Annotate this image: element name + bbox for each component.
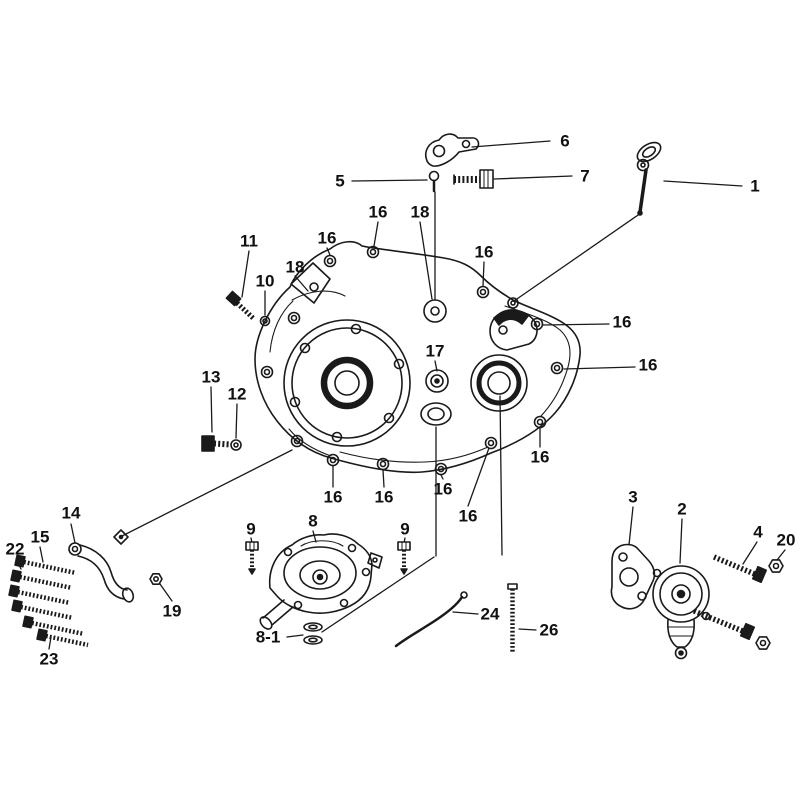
callout-15: 15 bbox=[30, 527, 50, 547]
part-crankcase-cover bbox=[254, 240, 581, 476]
callout-22: 22 bbox=[5, 539, 25, 559]
part-gauge-rod-24 bbox=[394, 591, 468, 648]
part-bolt-7 bbox=[453, 169, 494, 189]
part-nut-20 bbox=[768, 559, 784, 573]
callout-8: 8 bbox=[308, 511, 318, 531]
callout-1: 1 bbox=[750, 176, 760, 196]
callout-19: 19 bbox=[162, 601, 182, 621]
part-nut-20-lower bbox=[755, 636, 771, 650]
callout-17: 17 bbox=[425, 341, 445, 361]
leader-lines bbox=[15, 140, 786, 650]
callout-6: 6 bbox=[560, 131, 570, 151]
part-bolt-9-right bbox=[397, 541, 411, 575]
callout-16: 16 bbox=[433, 479, 453, 499]
part-bolt-9-left bbox=[245, 541, 259, 575]
callout-26: 26 bbox=[539, 620, 559, 640]
callout-3: 3 bbox=[628, 487, 638, 507]
callout-16: 16 bbox=[474, 242, 494, 262]
part-oil-pipe-14 bbox=[68, 529, 135, 603]
callout-7: 7 bbox=[580, 166, 590, 186]
part-pump-assembly-2 bbox=[652, 565, 711, 660]
callout-23: 23 bbox=[39, 649, 59, 669]
callout-4: 4 bbox=[753, 522, 763, 542]
callout-9: 9 bbox=[246, 519, 256, 539]
cover-bolt-holes bbox=[260, 245, 564, 476]
right-opening bbox=[470, 354, 528, 412]
callout-24: 24 bbox=[480, 604, 500, 624]
callout-10: 10 bbox=[255, 271, 275, 291]
callout-16: 16 bbox=[530, 447, 550, 467]
callout-16: 16 bbox=[323, 487, 343, 507]
callout-12: 12 bbox=[227, 384, 247, 404]
part-bolt-4-lower bbox=[692, 608, 755, 641]
callout-18: 18 bbox=[410, 202, 430, 222]
center-bearing bbox=[425, 369, 449, 393]
callout-13: 13 bbox=[201, 367, 221, 387]
callout-16: 16 bbox=[317, 228, 337, 248]
callout-16: 16 bbox=[368, 202, 388, 222]
callout-16: 16 bbox=[612, 312, 632, 332]
callout-11: 11 bbox=[240, 231, 258, 251]
callout-18: 18 bbox=[285, 257, 305, 277]
callout-14: 14 bbox=[61, 503, 81, 523]
part-washers-8-1 bbox=[303, 622, 323, 645]
callout-5: 5 bbox=[335, 171, 345, 191]
part-water-pump-8 bbox=[259, 533, 383, 630]
callout-2: 2 bbox=[677, 499, 687, 519]
part-stud-26 bbox=[507, 583, 518, 652]
part-screw-5 bbox=[428, 170, 440, 193]
part-oil-dipstick-1 bbox=[636, 141, 662, 216]
part-washer-10 bbox=[259, 315, 271, 327]
part-bolt-4-upper bbox=[712, 554, 767, 584]
callout-16: 16 bbox=[374, 487, 394, 507]
part-cable-bracket-6 bbox=[424, 133, 480, 167]
part-gasket-3 bbox=[610, 543, 656, 610]
callout-8-1: 8-1 bbox=[255, 627, 281, 647]
part-stud-set-left bbox=[8, 554, 89, 648]
part-washer-12 bbox=[230, 439, 242, 451]
callout-20: 20 bbox=[776, 530, 796, 550]
callout-16: 16 bbox=[638, 355, 658, 375]
cover-outline bbox=[254, 240, 581, 474]
clutch-boss bbox=[283, 319, 411, 447]
part-nut-19 bbox=[149, 572, 163, 586]
part-bolt-13 bbox=[201, 435, 231, 452]
part-bolt-11 bbox=[225, 290, 256, 321]
callout-9: 9 bbox=[400, 519, 410, 539]
callout-16: 16 bbox=[458, 506, 478, 526]
